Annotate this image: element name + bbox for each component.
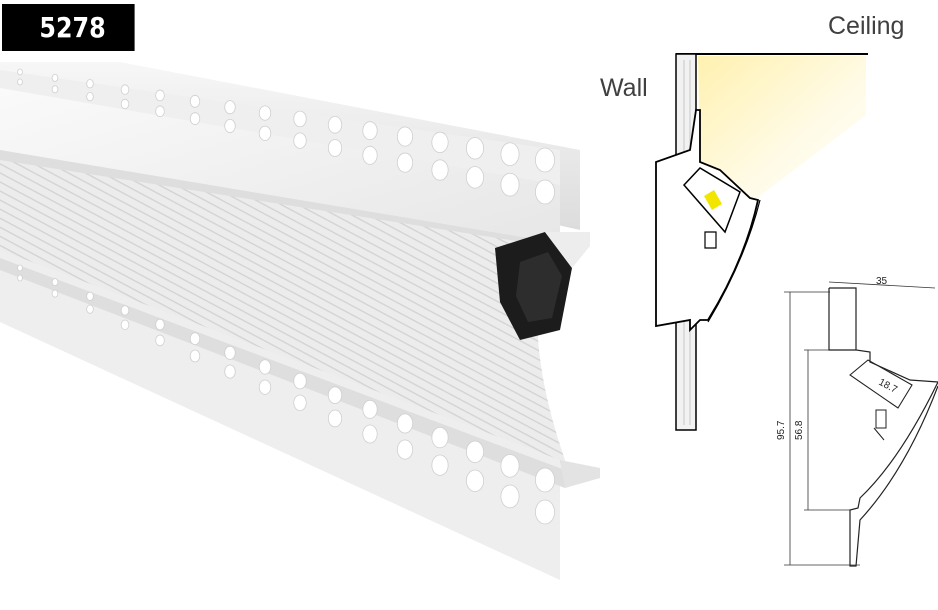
perforation-hole	[362, 424, 378, 444]
perforation-hole	[155, 334, 165, 347]
perforation-hole	[86, 92, 94, 102]
perforation-holes-lower	[17, 264, 556, 525]
perforation-hole	[327, 116, 343, 134]
perforation-hole	[224, 119, 236, 134]
dim-top-width: 35	[876, 276, 888, 287]
perforation-hole	[17, 78, 23, 86]
curved-lip	[707, 199, 761, 323]
perforation-hole	[155, 89, 165, 102]
dim-led-width: 18.7	[877, 377, 900, 396]
perforation-hole	[155, 318, 165, 331]
perforation-hole	[500, 454, 520, 478]
perforation-hole	[465, 166, 485, 189]
perforation-hole	[17, 264, 23, 272]
drawing-led-channel	[849, 359, 913, 409]
perforation-hole	[362, 121, 378, 141]
perforation-hole	[189, 349, 201, 363]
perforation-hole	[120, 98, 130, 110]
perforation-hole	[500, 484, 520, 509]
perforation-hole	[293, 132, 307, 149]
perforation-hole	[17, 68, 23, 76]
perforation-hole	[396, 126, 414, 147]
perforation-hole	[327, 409, 343, 428]
perforation-hole	[362, 399, 378, 419]
dim-total-height: 95.7	[776, 420, 787, 440]
perforation-hole	[500, 142, 520, 166]
perforation-hole	[51, 278, 59, 287]
perforation-hole	[396, 413, 414, 434]
perforation-hole	[86, 79, 94, 89]
perforation-hole	[535, 147, 556, 173]
perforation-hole	[465, 469, 485, 493]
perforation-hole	[465, 440, 485, 463]
perforation-hole	[396, 152, 414, 173]
perforation-hole	[258, 125, 272, 141]
perforation-hole	[327, 386, 343, 405]
dim-inner-height: 56.8	[794, 420, 805, 440]
product-code: 5278	[39, 11, 106, 44]
led-strip	[704, 190, 722, 210]
product-code-badge: 5278	[2, 4, 135, 51]
perforation-hole	[293, 110, 307, 128]
perforation-hole	[86, 304, 94, 314]
perforation-hole	[535, 179, 556, 205]
perforation-hole	[362, 145, 378, 165]
end-opening	[495, 232, 590, 340]
perforation-hole	[155, 105, 165, 118]
perforation-hole	[465, 137, 485, 160]
perforation-hole	[86, 291, 94, 301]
perforation-hole	[51, 85, 59, 94]
perforation-hole	[327, 139, 343, 157]
perforation-hole	[224, 364, 236, 379]
perforation-hole	[431, 131, 449, 153]
perforation-hole	[189, 94, 201, 108]
perforation-hole	[258, 105, 272, 121]
perforation-hole	[120, 84, 130, 95]
perforation-hole	[17, 274, 23, 282]
perforation-hole	[293, 394, 307, 412]
perforation-hole	[120, 319, 130, 331]
perforation-holes-upper	[17, 68, 556, 205]
perforation-hole	[189, 112, 201, 126]
perforation-hole	[535, 467, 556, 493]
clip	[704, 231, 717, 249]
perforation-hole	[500, 172, 520, 197]
perforation-hole	[224, 345, 236, 360]
perforation-hole	[51, 73, 59, 82]
light-beam	[698, 56, 866, 205]
perforation-hole	[431, 426, 449, 449]
perforation-hole	[258, 379, 272, 395]
wall-label: Wall	[600, 74, 648, 102]
perforation-hole	[51, 289, 59, 298]
ceiling-label: Ceiling	[828, 12, 905, 40]
perforation-hole	[189, 332, 201, 346]
perforation-hole	[258, 359, 272, 375]
perforation-hole	[293, 372, 307, 390]
perforation-hole	[120, 305, 130, 316]
installation-diagram	[655, 53, 868, 431]
perforation-hole	[224, 100, 236, 115]
perforation-hole	[396, 439, 414, 460]
perforation-hole	[431, 159, 449, 181]
perforation-hole	[431, 454, 449, 476]
technical-drawing: 35 18.7 95.7 56.8	[776, 276, 938, 567]
perforation-hole	[535, 499, 556, 525]
lower-flange	[0, 250, 600, 580]
drawing-outline	[829, 287, 938, 567]
curved-face	[0, 160, 565, 470]
